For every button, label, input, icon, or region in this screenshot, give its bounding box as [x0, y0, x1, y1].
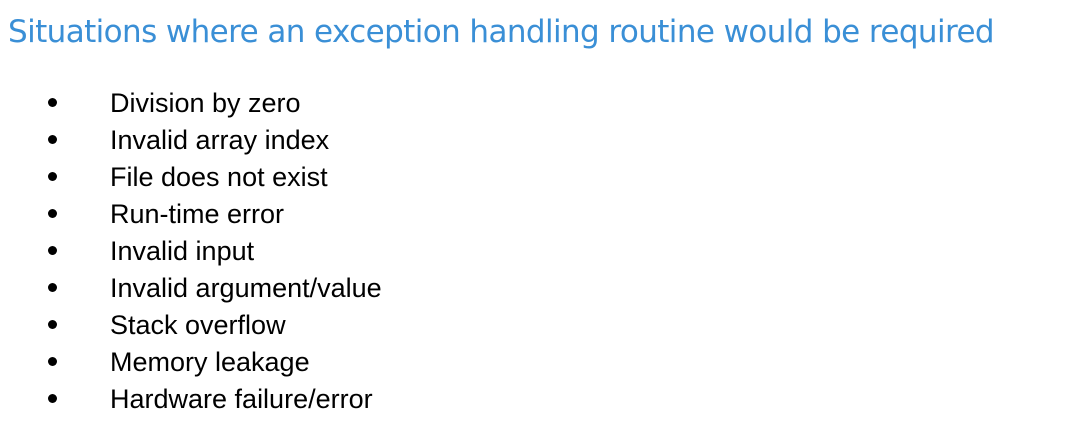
list-item: Invalid argument/value: [0, 270, 600, 307]
list-item: Hardware failure/error: [0, 381, 600, 418]
bullet-icon: [48, 172, 57, 181]
list-item-text: Invalid input: [110, 236, 255, 266]
list-item-text: Invalid argument/value: [110, 273, 382, 303]
list-item-text: Hardware failure/error: [110, 384, 373, 414]
list-item-text: File does not exist: [110, 162, 328, 192]
list-item-text: Division by zero: [110, 88, 301, 118]
bullet-icon: [48, 320, 57, 329]
bullet-icon: [48, 135, 57, 144]
list-item: Stack overflow: [0, 307, 600, 344]
list-item-text: Stack overflow: [110, 310, 286, 340]
list-item: Invalid input: [0, 233, 600, 270]
list-item: File does not exist: [0, 159, 600, 196]
list-item-text: Run-time error: [110, 199, 285, 229]
list-item-text: Invalid array index: [110, 125, 330, 155]
bullet-icon: [48, 283, 57, 292]
bullet-icon: [48, 209, 57, 218]
bullet-icon: [48, 357, 57, 366]
list-item: Run-time error: [0, 196, 600, 233]
list-item: Memory leakage: [0, 344, 600, 381]
bullet-icon: [48, 98, 57, 107]
bullet-icon: [48, 394, 57, 403]
list-item-text: Memory leakage: [110, 347, 310, 377]
bullet-icon: [48, 246, 57, 255]
list-item: Division by zero: [0, 85, 600, 122]
slide-title: Situations where an exception handling r…: [8, 14, 995, 50]
list-item: Invalid array index: [0, 122, 600, 159]
bullet-list: Division by zero Invalid array index Fil…: [0, 85, 600, 418]
